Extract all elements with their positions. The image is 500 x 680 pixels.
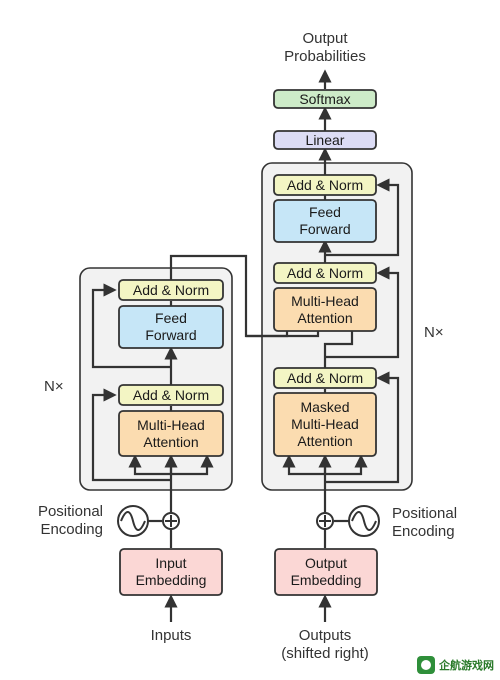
outputs-label: Outputs (shifted right)	[281, 627, 369, 662]
encoder-feed-forward	[118, 305, 224, 349]
decoder-residual-2	[325, 266, 400, 359]
linear-layer	[273, 130, 377, 150]
output-probabilities-label: Output Probabilities	[284, 30, 366, 65]
inputs-label: Inputs	[150, 627, 192, 644]
encoder-add-norm-bottom	[118, 384, 224, 406]
decoder-feed-forward	[273, 199, 377, 243]
watermark-text: 企航游戏网	[439, 659, 494, 672]
watermark: 企航游戏网	[417, 656, 494, 674]
encoder-residual-1	[91, 388, 171, 482]
encoder-add-norm-top	[118, 279, 224, 301]
encoder-add-operator	[162, 512, 180, 530]
positional-encoding-right-label: Positional Encoding	[392, 505, 458, 540]
decoder-residual-3	[325, 178, 400, 257]
encoder-to-decoder-arrow	[169, 254, 294, 338]
decoder-add-operator	[316, 512, 334, 530]
encoder-residual-2	[91, 283, 171, 369]
output-embedding	[274, 548, 378, 596]
decoder-masked-attention	[273, 392, 377, 457]
decoder-multi-head-attention	[273, 287, 377, 332]
decoder-add-norm-mid	[273, 262, 377, 284]
decoder-add-norm-top	[273, 174, 377, 196]
encoder-repeat-label: N×	[44, 378, 64, 395]
softmax-layer	[273, 89, 377, 109]
decoder-repeat-label: N×	[424, 324, 444, 341]
positional-encoding-left-label: Positional Encoding	[37, 503, 103, 538]
input-embedding	[119, 548, 223, 596]
positional-encoding-left-icon	[117, 505, 149, 537]
positional-encoding-right-icon	[348, 505, 380, 537]
encoder-multi-head-attention	[118, 410, 224, 457]
watermark-logo-icon	[417, 656, 435, 674]
encoder-attention-inputs	[128, 454, 171, 476]
decoder-add-norm-bottom	[273, 367, 377, 389]
decoder-residual-1	[325, 371, 400, 484]
